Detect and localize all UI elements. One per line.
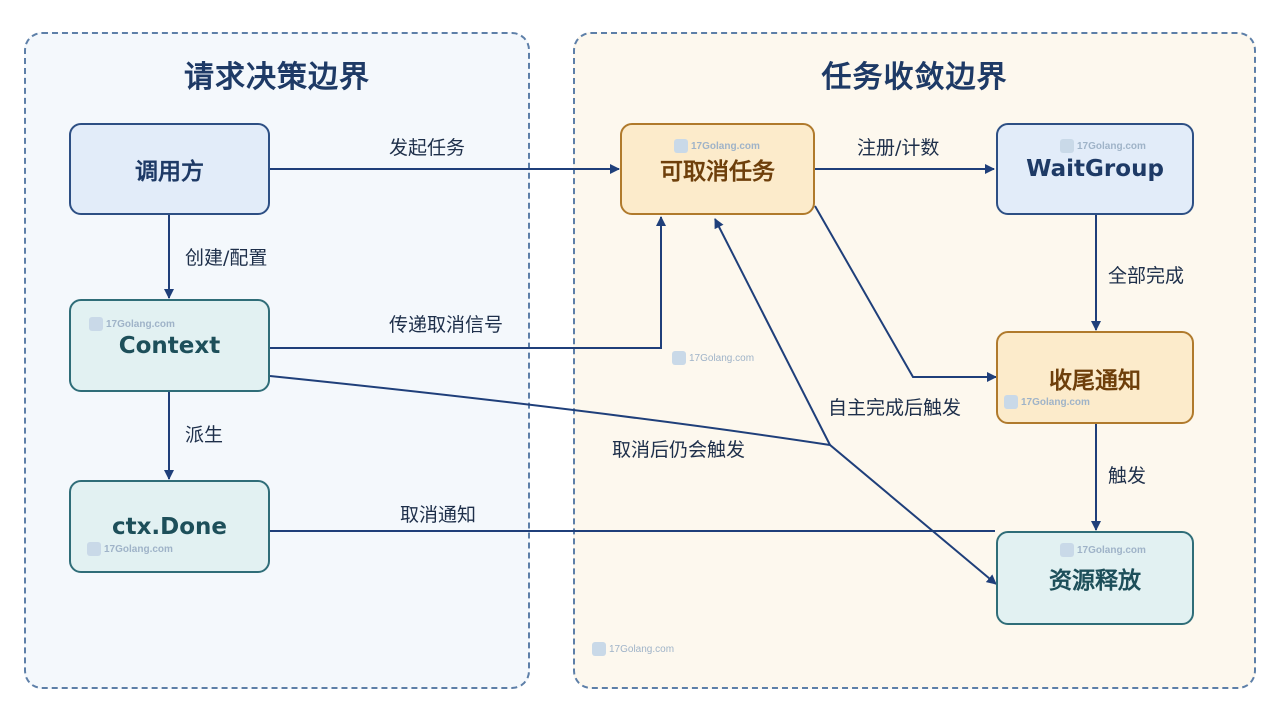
caller-label: 调用方 [135, 159, 204, 185]
edge-label-self-trigger: 自主完成后触发 [828, 397, 962, 419]
watermark: 17Golang.com [87, 542, 173, 556]
edge-label-derive: 派生 [185, 424, 224, 446]
ctx-done-node: ctx.Done 17Golang.com [69, 480, 270, 573]
resource-release-node: 资源释放 17Golang.com [996, 531, 1194, 625]
edge-pass-cancel [270, 216, 666, 349]
task-label: 可取消任务 [660, 159, 775, 185]
edge-label-pass-cancel: 传递取消信号 [389, 314, 504, 336]
edge-label-register-count: 注册/计数 [857, 137, 940, 159]
watermark-logo-icon [89, 317, 103, 331]
edge-label-trigger: 触发 [1108, 465, 1147, 487]
edge-still-trigger [269, 375, 997, 585]
finish-notice-label: 收尾通知 [1049, 367, 1141, 394]
edge-label-create-config: 创建/配置 [185, 247, 268, 269]
watermark: 17Golang.com [1004, 395, 1090, 409]
edge-self-trigger [814, 205, 997, 382]
left-region-title: 请求决策边界 [184, 60, 370, 95]
edge-release-to-task [714, 218, 831, 446]
edge-label-still-trigger: 取消后仍会触发 [612, 439, 746, 461]
right-region-title: 任务收敛边界 [821, 60, 1008, 95]
watermark-logo-icon [87, 542, 101, 556]
watermark-logo-icon [674, 139, 688, 153]
watermark: 17Golang.com [1060, 543, 1146, 557]
edge-label-cancel-notice: 取消通知 [400, 504, 477, 526]
release-label: 资源释放 [1049, 568, 1141, 594]
edge-label-start-task: 发起任务 [389, 137, 466, 159]
watermark: 17Golang.com [674, 139, 760, 153]
watermark: 17Golang.com [1060, 139, 1146, 153]
caller-node: 调用方 [69, 123, 270, 215]
ctx-done-label: ctx.Done [111, 513, 228, 540]
watermark-logo-icon [1060, 543, 1074, 557]
waitgroup-node: WaitGroup 17Golang.com [996, 123, 1194, 215]
watermark-logo-icon [1004, 395, 1018, 409]
edge-label-all-done: 全部完成 [1108, 265, 1185, 287]
watermark-logo-icon [1060, 139, 1074, 153]
watermark: 17Golang.com [89, 317, 175, 331]
context-label: Context [118, 332, 221, 359]
context-node: Context 17Golang.com [69, 299, 270, 392]
finish-notice-node: 收尾通知 17Golang.com [996, 331, 1194, 424]
waitgroup-label: WaitGroup [1026, 156, 1164, 182]
cancellable-task-node: 可取消任务 17Golang.com [620, 123, 815, 215]
